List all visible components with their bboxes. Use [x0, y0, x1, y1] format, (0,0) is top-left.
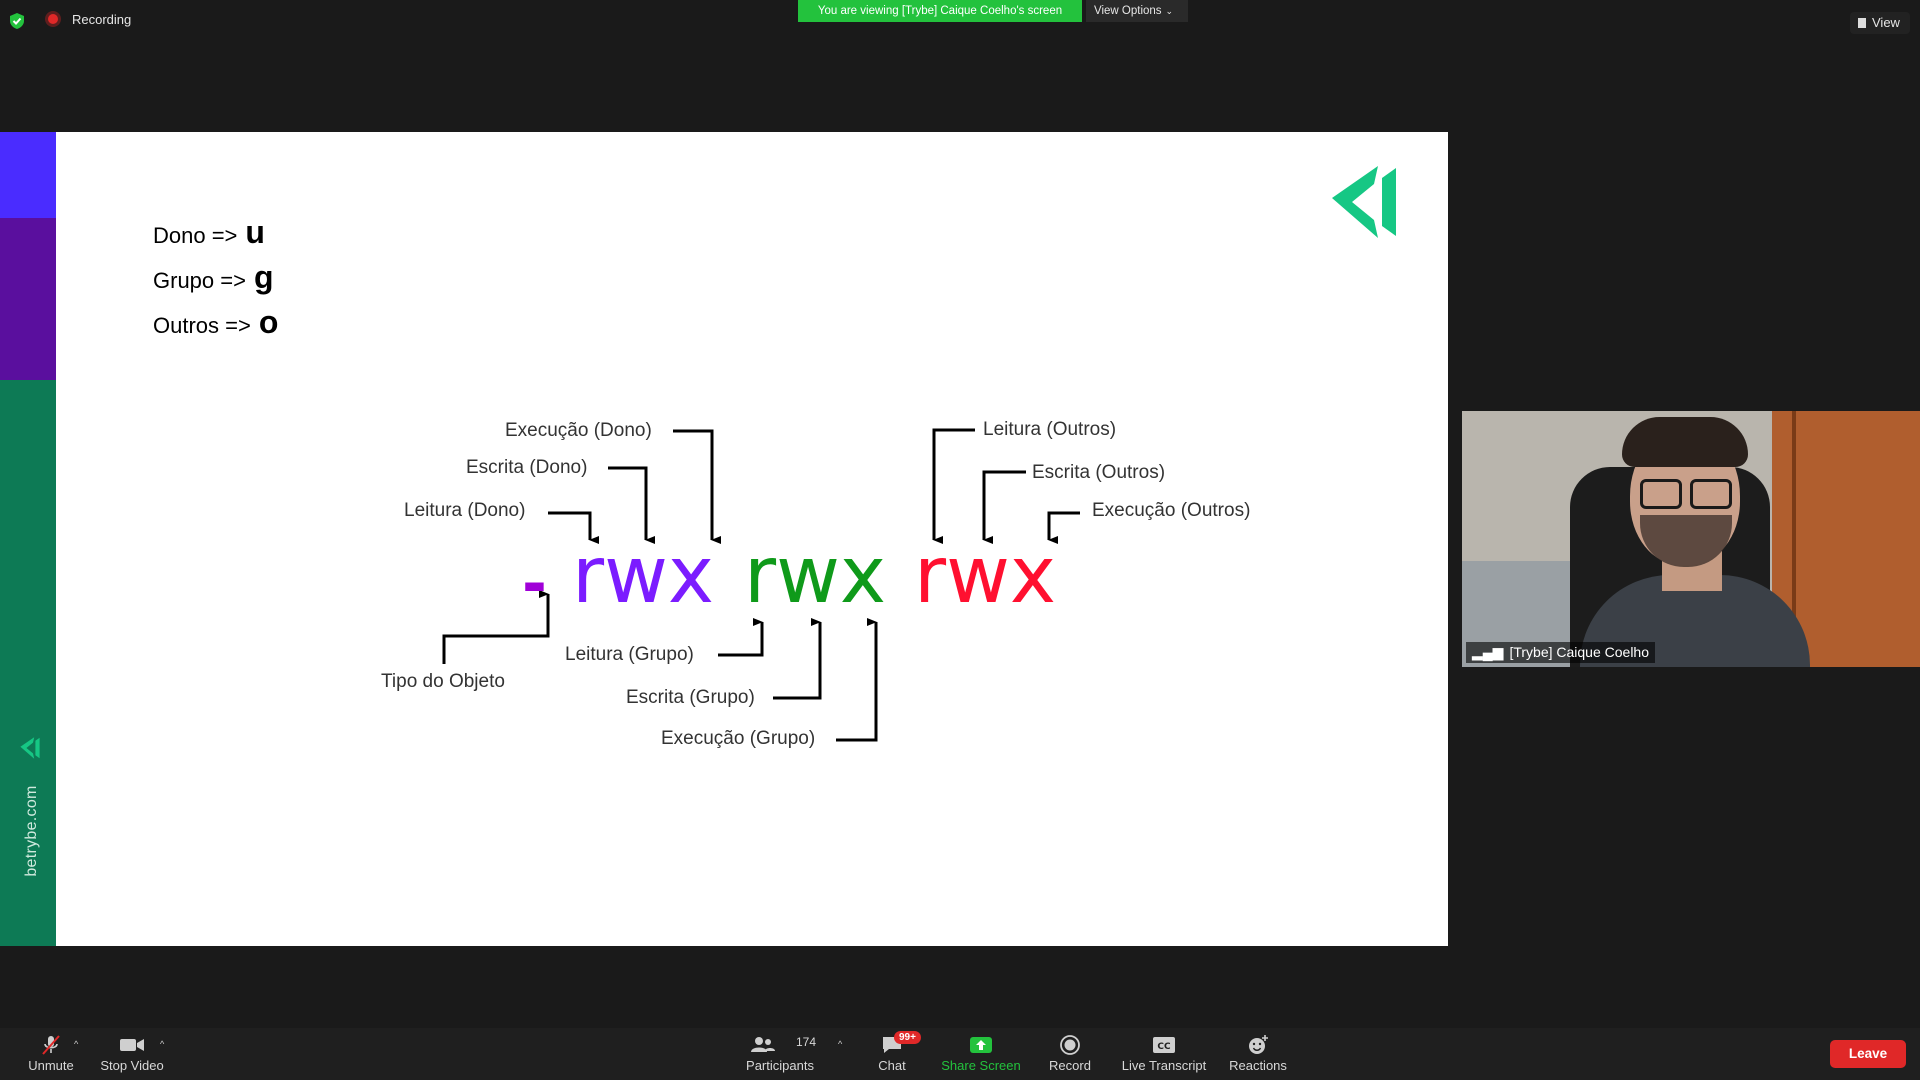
unmute-button[interactable]: Unmute [22, 1034, 80, 1073]
security-shield-icon[interactable] [8, 12, 26, 30]
legend-row-others: Outros => o [153, 304, 278, 341]
label-exec-owner: Execução (Dono) [505, 420, 652, 441]
view-layout-icon [1858, 18, 1866, 28]
closed-captions-icon: CC [1153, 1037, 1175, 1053]
video-door-edge [1792, 411, 1796, 667]
view-options-label: View Options [1094, 5, 1162, 17]
participants-icon [751, 1037, 775, 1052]
meeting-toolbar [0, 1028, 1920, 1080]
share-screen-icon [970, 1037, 992, 1053]
label-write-others: Escrita (Outros) [1032, 462, 1166, 483]
record-icon [1060, 1035, 1080, 1055]
view-label: View [1872, 15, 1900, 30]
strip-segment-green [0, 380, 56, 946]
stop-video-label: Stop Video [100, 1058, 164, 1073]
label-write-owner: Escrita (Dono) [466, 457, 588, 478]
arrow-read-group [718, 618, 764, 657]
legend-row-group: Grupo => g [153, 259, 274, 296]
live-transcript-button[interactable]: CC Live Transcript [1118, 1034, 1210, 1073]
brand-strip: betrybe.com [0, 132, 56, 946]
arrow-write-others [982, 470, 1026, 544]
arrow-write-owner [608, 466, 655, 544]
video-camera-icon [120, 1039, 144, 1051]
legend-symbol: g [253, 259, 274, 295]
stop-video-button[interactable]: Stop Video [98, 1034, 166, 1073]
reactions-button[interactable]: Reactions [1226, 1034, 1290, 1073]
share-screen-label: Share Screen [941, 1058, 1021, 1073]
label-object-type: Tipo do Objeto [381, 671, 505, 692]
arrow-exec-others [1047, 511, 1080, 544]
unmute-label: Unmute [28, 1058, 74, 1073]
trybe-logo-icon [1332, 166, 1396, 238]
chat-unread-badge: 99+ [894, 1031, 921, 1044]
participant-name-tag: ▂▄▆ [Trybe] Caique Coelho [1466, 642, 1656, 663]
video-person-glasses-right [1690, 479, 1732, 509]
video-person-glasses-left [1640, 479, 1682, 509]
permission-diagram [442, 428, 1080, 742]
record-button[interactable]: Record [1046, 1034, 1094, 1073]
video-options-caret-icon[interactable]: ^ [160, 1039, 165, 1049]
legend-label: Dono => [153, 223, 238, 248]
participant-video-tile[interactable]: ▂▄▆ [Trybe] Caique Coelho [1462, 411, 1920, 667]
participants-count: 174 [796, 1035, 817, 1049]
recording-label[interactable]: Recording [72, 12, 132, 27]
svg-text:CC: CC [1157, 1042, 1171, 1052]
strip-segment-purple [0, 218, 56, 380]
viewing-screen-banner: You are viewing [Trybe] Caique Coelho's … [798, 0, 1082, 22]
label-read-owner: Leitura (Dono) [404, 500, 526, 521]
recording-indicator-icon [48, 14, 58, 24]
reactions-emoji-icon [1249, 1035, 1268, 1054]
arrow-read-owner [548, 511, 599, 544]
perm-type-char: - [522, 549, 547, 619]
arrow-read-others [932, 428, 975, 544]
shared-screen-slide: betrybe.com Dono => u Grupo => g Outros =>… [0, 132, 1448, 946]
participant-name: [Trybe] Caique Coelho [1509, 644, 1650, 660]
perm-others: rwx [914, 531, 1057, 621]
arrow-exec-group [836, 618, 878, 742]
label-exec-group: Execução (Grupo) [661, 728, 816, 749]
label-exec-others: Execução (Outros) [1092, 500, 1251, 521]
trybe-logo-small-icon [20, 737, 40, 759]
record-label: Record [1049, 1058, 1091, 1073]
reactions-label: Reactions [1229, 1058, 1287, 1073]
legend-symbol: u [245, 214, 265, 250]
participants-button[interactable]: Participants [742, 1034, 818, 1073]
label-write-group: Escrita (Grupo) [626, 687, 755, 708]
label-read-others: Leitura (Outros) [983, 419, 1117, 440]
arrow-object-type [442, 590, 550, 664]
label-read-group: Leitura (Grupo) [565, 644, 694, 665]
participants-options-caret-icon[interactable]: ^ [838, 1039, 843, 1049]
view-options-button[interactable]: View Options⌄ [1086, 0, 1188, 22]
chevron-down-icon: ⌄ [1165, 6, 1174, 16]
share-screen-button[interactable]: Share Screen [940, 1034, 1022, 1073]
participants-label: Participants [746, 1058, 814, 1073]
chat-label: Chat [878, 1058, 906, 1073]
signal-strength-icon: ▂▄▆ [1472, 644, 1504, 660]
video-person-hair [1622, 417, 1748, 467]
view-button[interactable]: View [1850, 12, 1910, 34]
audio-options-caret-icon[interactable]: ^ [74, 1039, 79, 1049]
microphone-muted-icon [42, 1035, 60, 1055]
legend-label: Grupo => [153, 268, 246, 293]
leave-button[interactable]: Leave [1830, 1040, 1906, 1068]
live-transcript-label: Live Transcript [1121, 1058, 1207, 1073]
perm-owner: rwx [572, 531, 715, 621]
perm-group: rwx [744, 531, 887, 621]
strip-segment-blue [0, 132, 56, 218]
legend-label: Outros => [153, 313, 251, 338]
arrow-exec-owner [673, 429, 721, 544]
legend-row-owner: Dono => u [153, 214, 265, 251]
legend-symbol: o [258, 304, 279, 340]
arrow-write-group [773, 618, 822, 700]
